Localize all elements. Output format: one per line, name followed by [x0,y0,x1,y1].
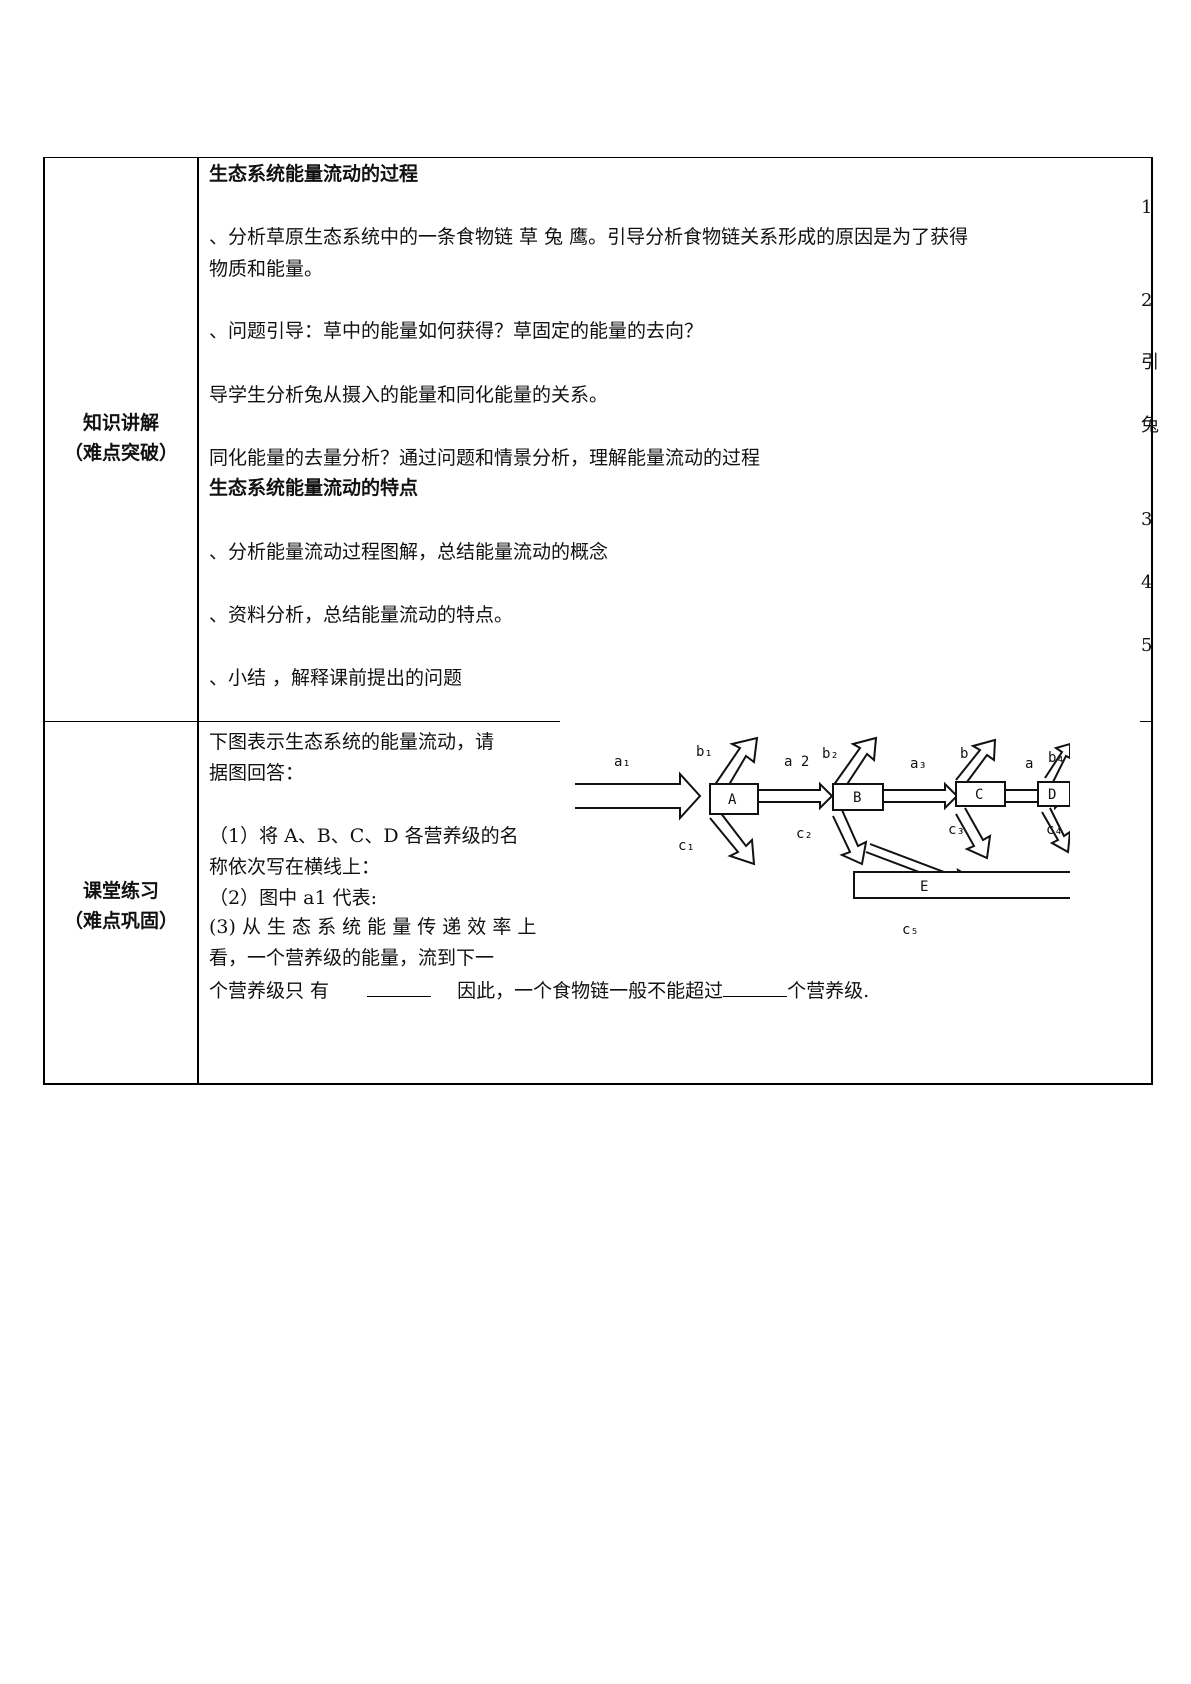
question-3-text-b: 因此，一个食物链一般不能超过 [457,980,724,1002]
question-1-line2: 称依次写在横线上： [209,856,381,878]
box-c-label: C [975,787,983,803]
box-a [709,783,759,815]
margin-note-3: 引 [1141,352,1159,373]
paragraph-summary: 、小结 ，解释课前提出的问题 [209,667,463,689]
arrow-b4 [1044,742,1070,785]
box-c [955,781,1006,807]
label-c1: c₁ [678,838,695,854]
label-a2: a 2 [784,754,809,770]
label-c5: c₅ [902,922,919,938]
question-1-line1: （1）将 A、B、C、D 各营养级的名 [209,825,519,847]
arrow-c3 [955,807,992,860]
question-3-line2: 看，一个营养级的能量，流到下一 [209,947,495,969]
arrow-b1 [709,736,759,801]
column-divider [197,157,199,1085]
box-b-label: B [853,790,861,806]
knowledge-row-label: 知识讲解 （难点突破） [45,408,197,468]
label-c3: c₃ [948,822,965,838]
arrow-c4 [1041,807,1070,854]
answer-blank-levels[interactable] [723,976,788,997]
label-b1: b₁ [696,744,713,760]
paragraph-food-chain-line1: 、分析草原生态系统中的一条食物链 草 兔 鹰。引导分析食物链关系形成的原因是为了… [209,226,969,248]
paragraph-intake-assimilation: 导学生分析兔从摄入的能量和同化能量的关系。 [209,384,609,406]
question-3-line3: 个营养级只 有 因此，一个食物链一般不能超过 个营养级. [209,976,869,1005]
margin-note-7: 5 [1141,635,1153,656]
practice-row-label: 课堂练习 （难点巩固） [45,876,197,936]
exercise-intro-line2: 据图回答： [209,762,305,784]
label-b: b [960,746,968,762]
label-a1: a₁ [614,754,631,770]
box-d-label: D [1048,787,1056,803]
label-c4: c₄ [1046,822,1063,838]
energy-flow-diagram: A B C D E a₁ a 2 a₃ a b₁ b₂ b b₄ c₁ c₂ c… [575,736,1070,938]
paragraph-process-diagram: 、分析能量流动过程图解，总结能量流动的概念 [209,541,609,563]
arrow-b2 [832,736,878,793]
arrow-c1 [709,811,756,866]
lesson-table [43,157,1153,1085]
label-a: a [1025,756,1033,772]
label-b2: b₂ [822,746,839,762]
arrow-b3 [955,738,997,787]
box-d [1037,781,1070,807]
arrow-a2 [758,781,834,811]
question-2: （2）图中 a1 代表: [209,887,377,909]
question-3-text-a: 个营养级只 有 [209,980,330,1002]
label-a3: a₃ [910,756,927,772]
exercise-intro-line1: 下图表示生态系统的能量流动，请 [209,731,495,753]
margin-note-1: 1 [1141,197,1153,218]
box-e [853,871,1070,899]
arrow-a3 [883,781,959,811]
row-divider-gap [560,721,1140,724]
heading-energy-flow-process: 生态系统能量流动的过程 [209,163,419,185]
paragraph-data-analysis: 、资料分析，总结能量流动的特点。 [209,604,514,626]
arrow-c2 [832,809,868,866]
margin-note-5: 3 [1141,509,1153,530]
knowledge-label-line1: 知识讲解 [82,412,159,434]
paragraph-assimilation-analysis: 同化能量的去量分析？通过问题和情景分析，理解能量流动的过程 [209,447,761,469]
margin-note-6: 4 [1141,572,1153,593]
knowledge-label-line2: （难点突破） [63,442,178,464]
margin-note-4: 兔 [1141,415,1159,436]
box-e-label: E [920,879,928,895]
practice-label-line1: 课堂练习 [82,880,159,902]
label-b4: b₄ [1048,750,1065,766]
margin-note-2: 2 [1141,290,1153,311]
answer-blank-efficiency[interactable] [367,976,432,997]
label-c2: c₂ [796,826,813,842]
paragraph-food-chain-line2: 物质和能量。 [209,258,324,280]
box-b [832,783,884,811]
box-a-label: A [728,792,737,808]
paragraph-question-guide: 、问题引导：草中的能量如何获得？草固定的能量的去向？ [209,320,704,342]
question-3-text-c: 个营养级. [787,980,870,1002]
practice-label-line2: （难点巩固） [63,910,178,932]
arrow-a1 [575,771,702,821]
question-3-line1: (3) 从 生 态 系 统 能 量 传 递 效 率 上 [209,916,537,938]
heading-energy-flow-features: 生态系统能量流动的特点 [209,477,419,499]
